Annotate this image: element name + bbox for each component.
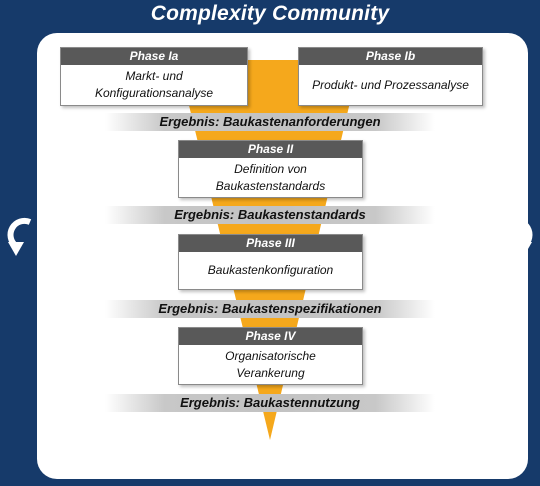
phase-description: Produkt- und Prozessanalyse <box>312 77 469 92</box>
phase-description: Definition von Baukastenstandards <box>215 161 326 193</box>
result-band-4: Ergebnis: Baukastennutzung <box>105 394 435 412</box>
phase-description: Baukastenkonfiguration <box>207 263 334 277</box>
phase-header: Phase Ia <box>61 48 247 65</box>
phase-box-1b: Phase Ib Produkt- und Prozessanalyse <box>298 47 483 106</box>
phase-header: Phase III <box>179 235 362 252</box>
phase-header: Phase Ib <box>299 48 482 65</box>
cycle-arrows-icon <box>476 217 533 257</box>
phase-box-4: Phase IV Organisatorische Verankerung <box>178 327 363 385</box>
phase-box-2: Phase II Definition von Baukastenstandar… <box>178 140 363 198</box>
phase-box-3: Phase III Baukastenkonfiguration <box>178 234 363 290</box>
phase-box-1a: Phase Ia Markt- und Konfigurationsanalys… <box>60 47 248 106</box>
result-band-2: Ergebnis: Baukastenstandards <box>105 206 435 224</box>
result-band-1: Ergebnis: Baukastenanforderungen <box>105 113 435 131</box>
phase-header: Phase II <box>179 141 362 158</box>
phase-description: Markt- und Konfigurationsanalyse <box>94 69 214 100</box>
phase-description: Organisatorische Verankerung <box>225 348 316 380</box>
diagram-title: Complexity Community <box>150 2 390 25</box>
cycle-arrows-icon <box>7 217 64 257</box>
phase-header: Phase IV <box>179 328 362 345</box>
result-band-3: Ergebnis: Baukastenspezifikationen <box>105 300 435 318</box>
